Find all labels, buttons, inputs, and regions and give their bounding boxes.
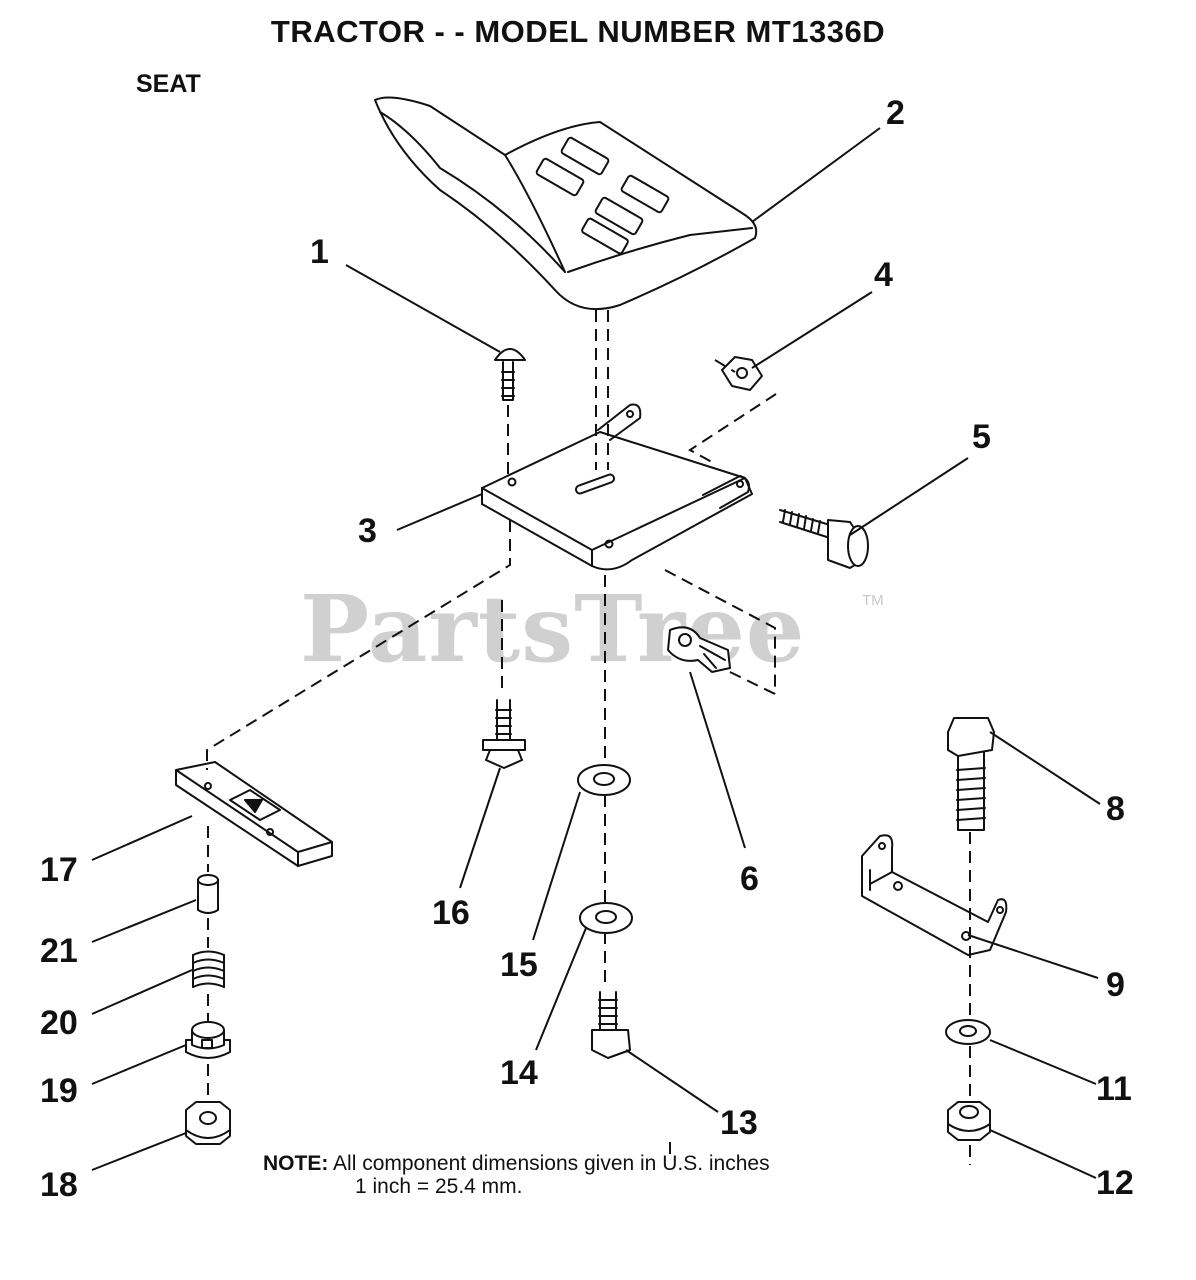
carriage-bolt-part[interactable]: [494, 348, 526, 401]
section-label: SEAT: [136, 70, 201, 98]
knob-part[interactable]: [185, 1021, 231, 1059]
spring-part[interactable]: [192, 950, 225, 988]
seat-clip-part[interactable]: [667, 626, 731, 673]
leader-lines: [91, 127, 1101, 1179]
callout-17: 17: [40, 851, 78, 889]
callout-14: 14: [500, 1054, 538, 1092]
callout-19: 19: [40, 1072, 78, 1110]
locknut-part[interactable]: [947, 1101, 991, 1141]
hex-bolt-8-part[interactable]: [947, 717, 995, 831]
callout-12: 12: [1096, 1164, 1134, 1202]
callout-9: 9: [1106, 966, 1125, 1004]
note-line-1: All component dimensions given in U.S. i…: [333, 1152, 770, 1175]
callout-13: 13: [720, 1104, 758, 1142]
diagram-title: TRACTOR - - MODEL NUMBER MT1336D: [270, 14, 886, 49]
callout-6: 6: [740, 860, 759, 898]
callout-21: 21: [40, 932, 78, 970]
assembly-lines: [206, 310, 971, 1165]
callout-3: 3: [358, 512, 377, 550]
bracket-part[interactable]: [861, 834, 1008, 956]
callout-16: 16: [432, 894, 470, 932]
note-label: NOTE:: [263, 1152, 329, 1175]
callout-4: 4: [874, 256, 893, 294]
seat-slide-rail-part[interactable]: [175, 761, 333, 867]
washer-11-part[interactable]: [945, 1019, 991, 1045]
seat-pan-plate[interactable]: [481, 403, 753, 571]
hex-bolt-part[interactable]: [779, 509, 869, 569]
bolt-13-part[interactable]: [591, 991, 631, 1059]
callout-20: 20: [40, 1004, 78, 1042]
watermark-tm: TM: [862, 592, 884, 609]
hex-nut-part[interactable]: [721, 356, 763, 391]
lock-washer-part[interactable]: [579, 902, 633, 934]
callout-15: 15: [500, 946, 538, 984]
note-line-2: 1 inch = 25.4 mm.: [355, 1175, 523, 1198]
flat-washer-part[interactable]: [577, 764, 631, 796]
seat-part[interactable]: [374, 96, 758, 311]
pin-part[interactable]: [197, 874, 219, 914]
callout-1: 1: [310, 233, 329, 271]
callout-18: 18: [40, 1166, 78, 1204]
flange-nut-part[interactable]: [185, 1101, 231, 1145]
callout-8: 8: [1106, 790, 1125, 828]
shoulder-bolt-part[interactable]: [482, 699, 526, 769]
callout-2: 2: [886, 94, 905, 132]
callout-11: 11: [1096, 1070, 1132, 1108]
callout-5: 5: [972, 418, 991, 456]
